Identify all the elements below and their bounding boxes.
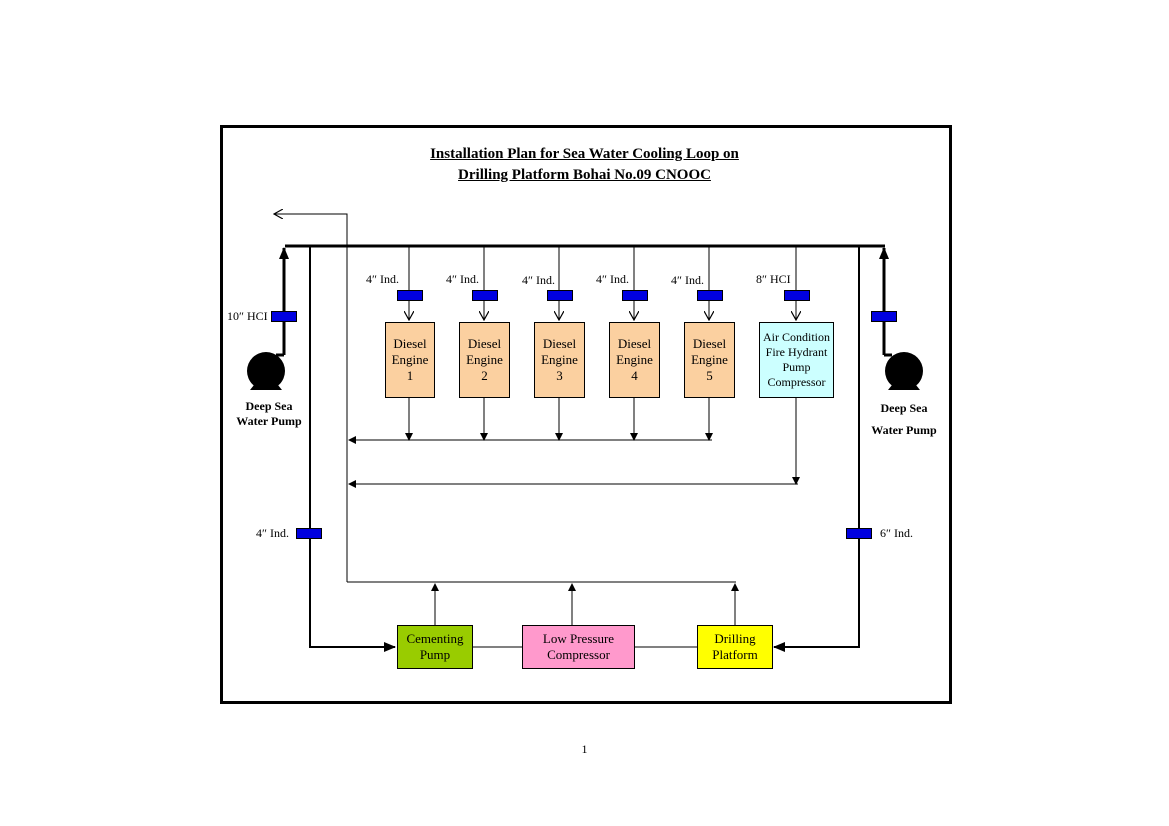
diagram-title-line2: Drilling Platform Bohai No.09 CNOOC [458, 167, 711, 183]
valve-engine-2 [472, 290, 498, 301]
cementing-pump-label: Cementing Pump [406, 631, 464, 662]
left-branch-pipe [309, 246, 396, 652]
valve-left-pump-outlet [271, 311, 297, 322]
diesel-engine-3: Diesel Engine 3 [534, 322, 585, 398]
valve-aux-unit [784, 290, 810, 301]
return-pipe [274, 214, 348, 582]
valve-right-branch [846, 528, 872, 539]
drilling-platform-label: Drilling Platform [712, 631, 758, 662]
valve-engine-1 [397, 290, 423, 301]
right-deep-sea-pump-icon [885, 352, 923, 390]
diesel-engine-5: Diesel Engine 5 [684, 322, 735, 398]
diesel-engine-1-label: Diesel Engine 1 [391, 336, 429, 383]
diesel-engine-1: Diesel Engine 1 [385, 322, 435, 398]
low-pressure-compressor-label: Low Pressure Compressor [542, 631, 615, 662]
valve-engine-3 [547, 290, 573, 301]
left-deep-sea-pump-icon [247, 352, 285, 390]
valve-left-branch [296, 528, 322, 539]
right-branch-pipe [773, 246, 860, 652]
diesel-engine-3-label: Diesel Engine 3 [541, 336, 578, 383]
right-pump-label: Deep Sea Water Pump [871, 401, 937, 437]
valve-right-pump-outlet [871, 311, 897, 322]
bottom-unit-pipes [431, 583, 739, 648]
pipe-label-engine-3: 4″ Ind. [522, 273, 555, 287]
valve-engine-4 [622, 290, 648, 301]
diagram-title-line1: Installation Plan for Sea Water Cooling … [430, 146, 739, 162]
diesel-engine-4-label: Diesel Engine 4 [616, 336, 653, 383]
pipe-label-left-pump: 10″ HCI [227, 309, 268, 323]
drilling-platform-box: Drilling Platform [697, 625, 773, 669]
aux-unit-label: Air Condition Fire Hydrant Pump Compress… [762, 330, 830, 389]
low-pressure-compressor-box: Low Pressure Compressor [522, 625, 635, 669]
valve-engine-5 [697, 290, 723, 301]
pipe-label-engine-4: 4″ Ind. [596, 272, 629, 286]
aux-unit-box: Air Condition Fire Hydrant Pump Compress… [759, 322, 834, 398]
pipe-label-left-branch: 4″ Ind. [256, 526, 289, 540]
diesel-engine-2: Diesel Engine 2 [459, 322, 510, 398]
diesel-engine-5-label: Diesel Engine 5 [691, 336, 728, 383]
pipe-label-right-branch: 6″ Ind. [880, 526, 913, 540]
diagram-frame [220, 125, 952, 704]
diesel-engine-2-label: Diesel Engine 2 [466, 336, 503, 383]
left-pump-label: Deep Sea Water Pump [236, 399, 302, 428]
pipe-label-engine-1: 4″ Ind. [366, 272, 399, 286]
pipe-label-engine-2: 4″ Ind. [446, 272, 479, 286]
page-number: 1 [581, 742, 588, 756]
cementing-pump-box: Cementing Pump [397, 625, 473, 669]
pipe-label-aux-unit: 8″ HCI [756, 272, 791, 286]
pipe-label-engine-5: 4″ Ind. [671, 273, 704, 287]
engine-pipes [409, 246, 796, 485]
diesel-engine-4: Diesel Engine 4 [609, 322, 660, 398]
